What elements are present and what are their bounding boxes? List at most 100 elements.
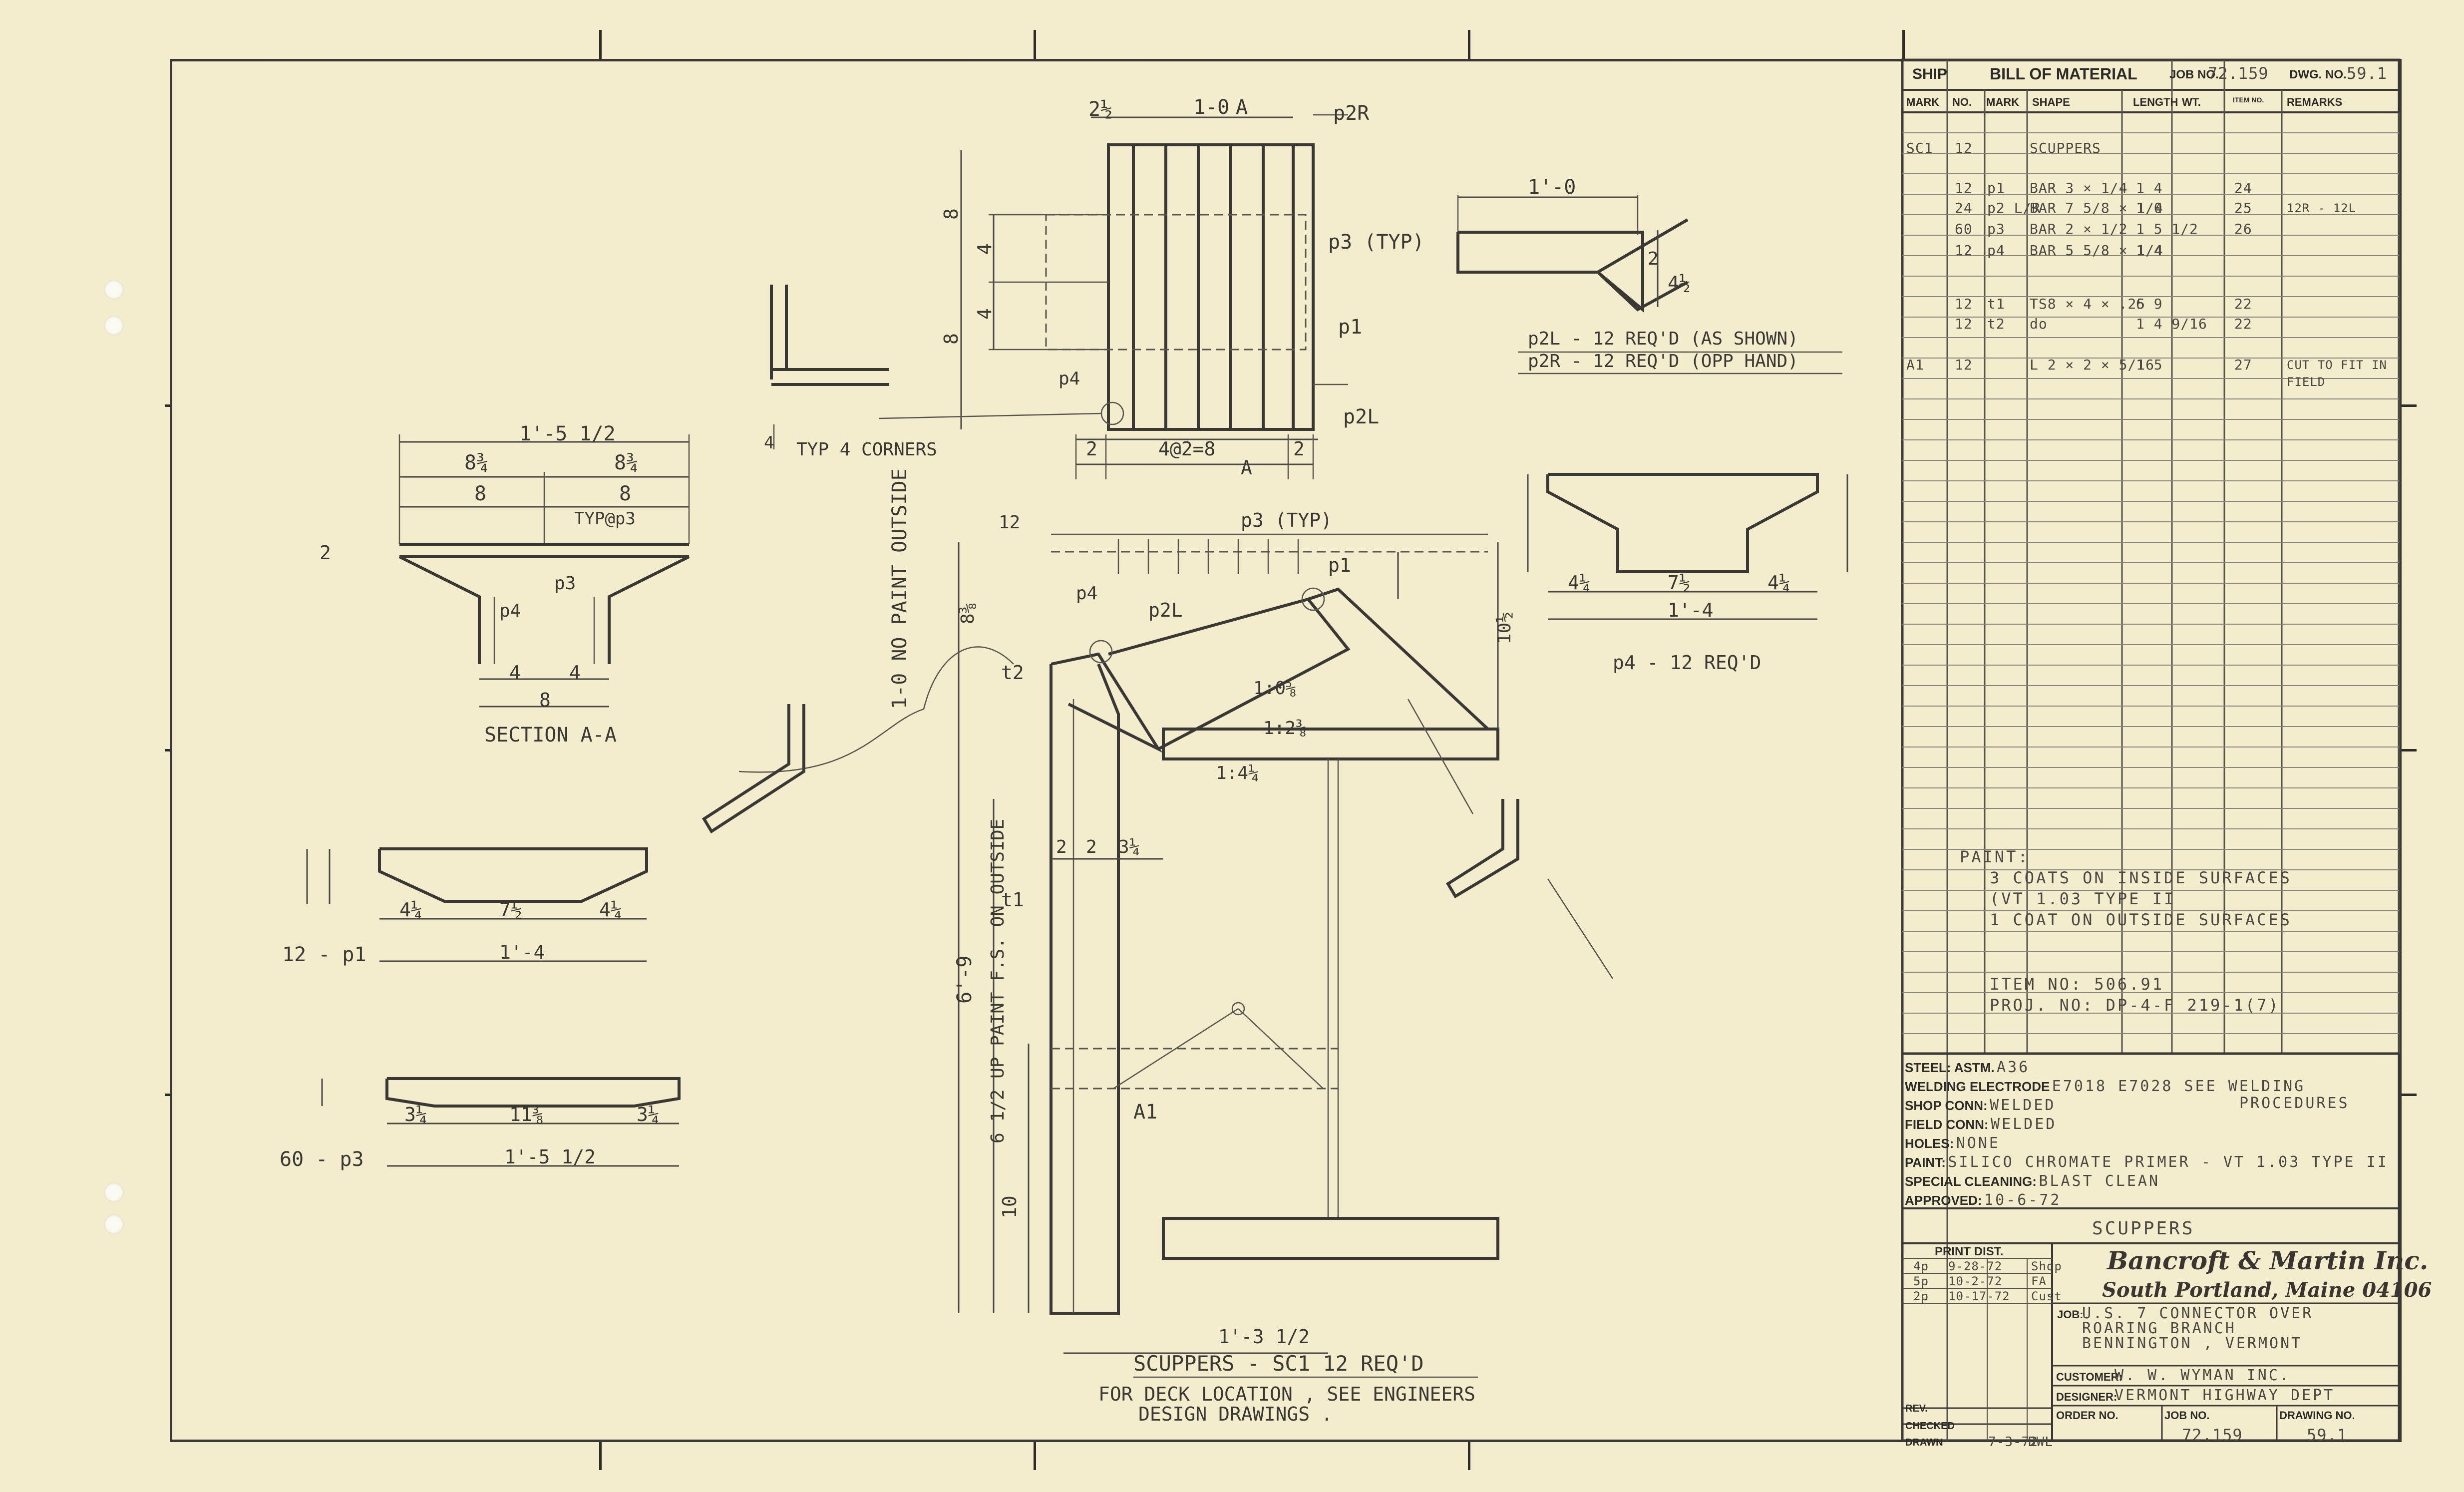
print-dist-qty: 4p [1913, 1259, 1929, 1273]
svg-text:6 1/2 UP PAINT F.S. ON OUTSIDE: 6 1/2 UP PAINT F.S. ON OUTSIDE [988, 819, 1008, 1143]
svg-text:4: 4 [569, 662, 581, 684]
border-tick [1034, 1441, 1036, 1470]
job-label: JOB: [2057, 1308, 2084, 1321]
bom-cell-shape: do [2030, 316, 2048, 332]
bom-cell-length: 1 0 [2136, 200, 2163, 216]
item-note: ITEM NO: 506.91 PROJ. NO: DP-4-F 219-1(7… [1990, 974, 2280, 1016]
svg-text:7½: 7½ [1668, 572, 1691, 594]
holes-label: HOLES: [1905, 1136, 1954, 1151]
bom-column-header: SHAPE [2032, 96, 2070, 108]
paint-note-line: 1 COAT ON OUTSIDE SURFACES [1990, 910, 2292, 929]
svg-text:A1: A1 [1133, 1101, 1157, 1123]
approved-value: 10-6-72 [1984, 1191, 2062, 1209]
bom-row-lines [1902, 132, 2399, 1034]
print-dist-to: Cust [2031, 1289, 2062, 1303]
svg-text:SCUPPERS - SC1 12 REQ'D: SCUPPERS - SC1 12 REQ'D [1133, 1351, 1424, 1376]
print-dist-date: 10-17-72 [1948, 1289, 2010, 1303]
weld-symbol-details [702, 704, 1614, 979]
svg-text:4¼: 4¼ [399, 899, 422, 921]
svg-text:8: 8 [940, 208, 962, 220]
svg-text:1-0: 1-0 [1193, 96, 1229, 119]
cleaning-value: BLAST CLEAN [2039, 1172, 2160, 1190]
job-no-label-2: JOB NO. [2164, 1409, 2210, 1422]
drawn-label: DRAWN [1905, 1437, 1943, 1448]
paint-note-line: 3 COATS ON INSIDE SURFACES [1990, 868, 2292, 887]
paint-note-line: PAINT: [1960, 847, 2030, 866]
bom-cell-no: 60 [1955, 221, 1973, 237]
welding-label: WELDING ELECTRODE [1905, 1079, 2050, 1094]
bom-column-header: MARK [1986, 96, 2019, 108]
svg-text:8¾: 8¾ [614, 451, 638, 474]
bom-column-header: MARK [1906, 96, 1939, 108]
job-line: BENNINGTON , VERMONT [2082, 1335, 2303, 1352]
svg-text:1'-4: 1'-4 [1668, 599, 1714, 621]
steel-label: STEEL: ASTM. [1905, 1060, 1995, 1075]
svg-text:4½: 4½ [1668, 272, 1691, 294]
bom-cell-length: 1 4 [2136, 180, 2163, 196]
bom-cell-length: 1 4 9/16 [2136, 316, 2207, 332]
paint-label: PAINT: [1905, 1155, 1946, 1170]
svg-text:1:2⅜: 1:2⅜ [1263, 718, 1307, 739]
svg-text:4: 4 [764, 433, 774, 453]
bom-cell-remarks: 12R - 12L [2287, 201, 2357, 215]
bom-cell-item: 26 [2234, 221, 2252, 237]
svg-text:p2L - 12 REQ'D (AS SHOWN): p2L - 12 REQ'D (AS SHOWN) [1528, 329, 1798, 349]
customer-label: CUSTOMER: [2056, 1371, 2122, 1383]
welding-value: E7018 E7028 SEE WELDING [2052, 1078, 2306, 1095]
bom-cell-pmark: p3 [1987, 221, 2005, 237]
bom-column-header: ITEM NO. [2233, 96, 2264, 104]
svg-text:p2L: p2L [1343, 405, 1379, 428]
svg-text:FOR DECK LOCATION , SEE ENG: FOR DECK LOCATION , SEE ENGINEERS [1098, 1383, 1475, 1405]
border-tick [2402, 1094, 2417, 1096]
bom-cell-shape: SCUPPERS [2030, 140, 2101, 156]
bom-cell-item: 22 [2234, 296, 2252, 312]
print-dist-qty: 5p [1913, 1274, 1929, 1288]
job-no-value: 72.159 [2208, 64, 2269, 83]
bom-cell-shape: BAR 3 × 1/4 [2030, 180, 2128, 196]
drawn-by: DWL [2028, 1435, 2053, 1450]
svg-text:3¼: 3¼ [1118, 837, 1140, 857]
approved-label: APPROVED: [1905, 1193, 1982, 1208]
svg-text:4¼: 4¼ [1767, 572, 1790, 594]
field-conn-label: FIELD CONN: [1905, 1117, 1989, 1132]
svg-text:t2: t2 [1001, 662, 1024, 684]
print-dist-date: 10-2-72 [1948, 1274, 2003, 1288]
bom-cell-length: 1 4 [2136, 242, 2163, 259]
bom-cell-pmark: p4 [1987, 242, 2005, 259]
svg-text:8: 8 [619, 482, 631, 505]
bom-cell-mark: SC1 [1906, 140, 1933, 156]
svg-text:11⅜: 11⅜ [509, 1104, 544, 1125]
binder-hole [104, 1182, 124, 1202]
svg-text:4¼: 4¼ [1568, 572, 1591, 594]
svg-text:12: 12 [999, 512, 1020, 533]
svg-text:4¼: 4¼ [599, 899, 622, 921]
welding-value-2: PROCEDURES [2239, 1095, 2350, 1112]
svg-text:A: A [1241, 457, 1252, 479]
bom-cell-no: 12 [1955, 180, 1973, 196]
svg-text:2: 2 [1056, 837, 1067, 857]
svg-text:p1: p1 [1338, 316, 1362, 339]
bom-cell-item: 22 [2234, 316, 2252, 332]
svg-text:12 - p1: 12 - p1 [282, 943, 366, 966]
svg-text:p3 (TYP): p3 (TYP) [1328, 231, 1424, 254]
job-line: ROARING BRANCH [2082, 1320, 2236, 1337]
svg-text:1'-5 1/2: 1'-5 1/2 [519, 422, 616, 445]
bom-cell-pmark: t2 [1987, 316, 2005, 332]
svg-text:8: 8 [539, 689, 551, 711]
svg-text:p2R - 12 REQ'D (OPP HAND): p2R - 12 REQ'D (OPP HAND) [1528, 351, 1798, 372]
bom-cell-shape: BAR 7 5/8 × 1/4 [2030, 200, 2163, 216]
bom-title: BILL OF MATERIAL [1990, 65, 2137, 83]
cleaning-label: SPECIAL CLEANING: [1905, 1174, 2037, 1189]
bom-cell-mark: A1 [1906, 357, 1924, 373]
bom-column-header: NO. [1952, 96, 1972, 108]
svg-text:DESIGN DRAWINGS .: DESIGN DRAWINGS . [1138, 1403, 1333, 1425]
bom-cell-item: 24 [2234, 180, 2252, 196]
svg-text:p1: p1 [1328, 554, 1351, 576]
svg-text:p4 - 12 REQ'D: p4 - 12 REQ'D [1613, 652, 1761, 674]
bom-cell-no: 12 [1955, 316, 1973, 332]
svg-text:10: 10 [999, 1195, 1021, 1218]
border-tick [165, 1094, 171, 1096]
bom-cell-length: 6 9 [2136, 296, 2163, 312]
svg-text:SECTION A-A: SECTION A-A [484, 724, 617, 746]
svg-text:p4: p4 [1076, 583, 1097, 604]
